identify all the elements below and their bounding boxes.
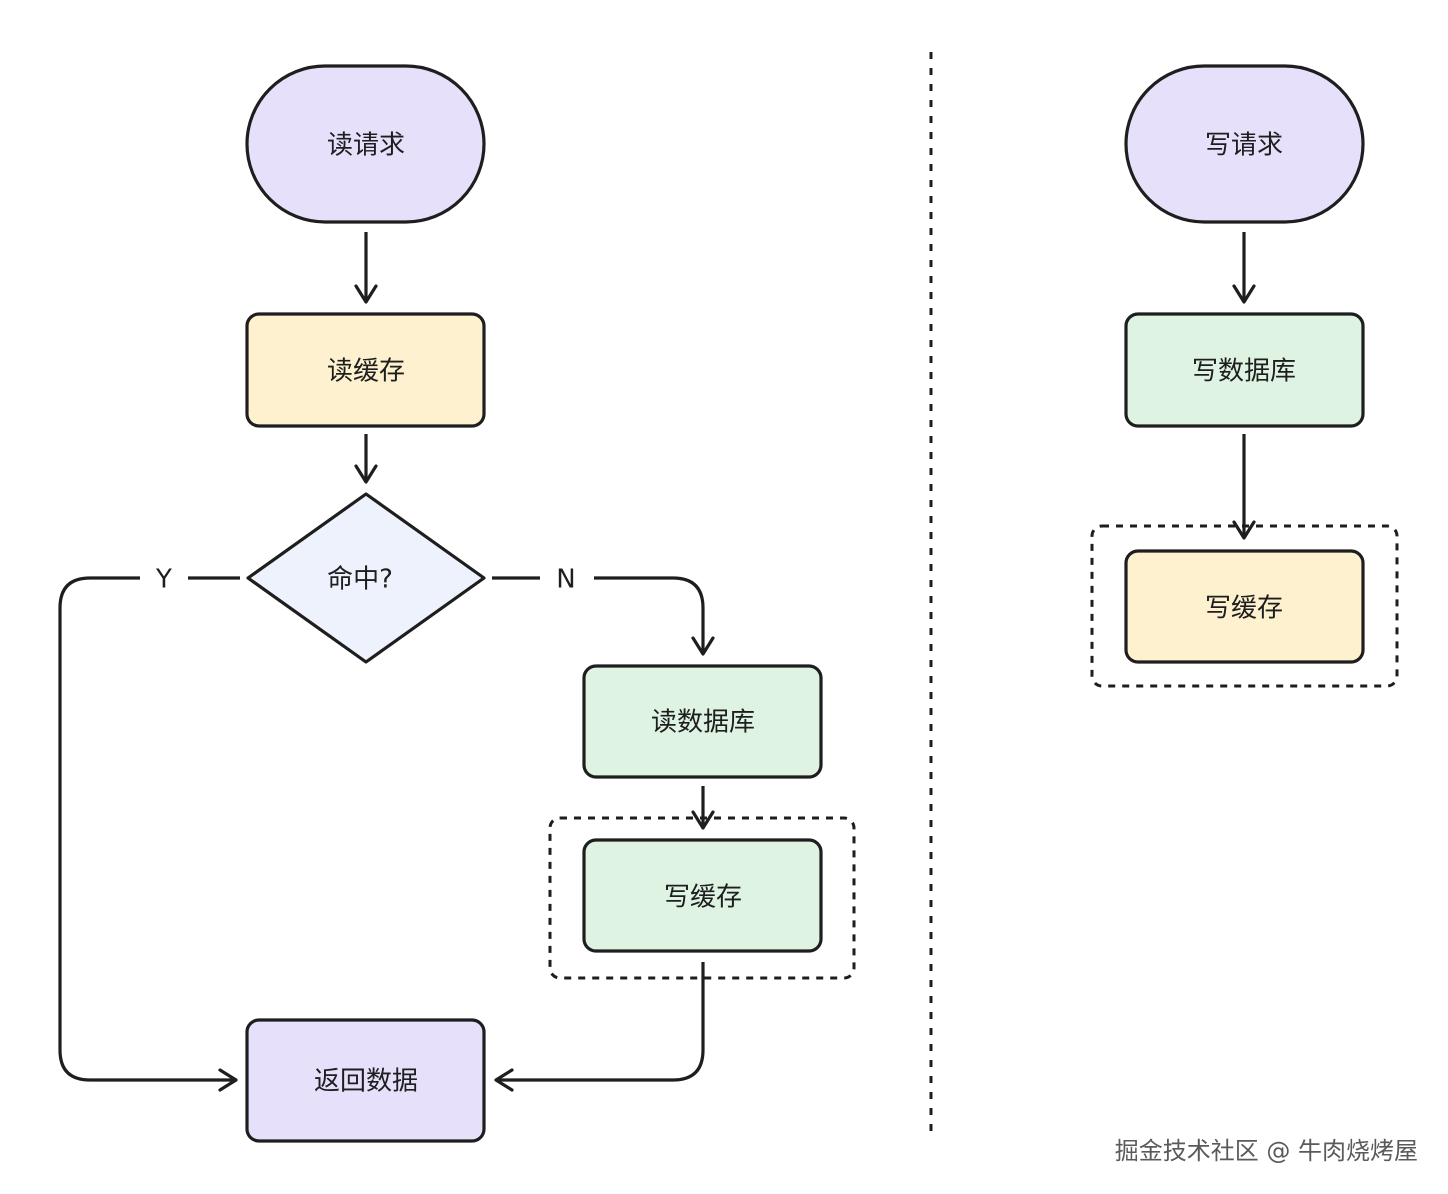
- write-cache-right-node: 写缓存: [1124, 549, 1365, 664]
- write-db-node: 写数据库: [1124, 312, 1365, 428]
- edge-yes-label: Y: [155, 565, 172, 595]
- write-request-label: 写请求: [1205, 131, 1283, 161]
- edge-yes: [58, 576, 240, 1080]
- edge-no: [492, 576, 703, 654]
- read-db-node: 读数据库: [582, 664, 823, 779]
- arrow-cache-left-to-return: [494, 962, 705, 1092]
- read-request-node: 读请求: [245, 64, 486, 224]
- hit-decision-node: 命中?: [246, 492, 486, 664]
- read-cache-node: 读缓存: [245, 312, 486, 428]
- write-cache-left-label: 写缓存: [664, 883, 742, 913]
- return-data-node: 返回数据: [245, 1018, 486, 1143]
- read-cache-label: 读缓存: [327, 357, 405, 387]
- edge-no-label: N: [556, 565, 575, 595]
- write-db-label: 写数据库: [1192, 357, 1296, 387]
- write-request-node: 写请求: [1124, 64, 1365, 224]
- hit-decision-label: 命中?: [327, 565, 393, 595]
- write-cache-left-node: 写缓存: [582, 838, 823, 953]
- write-cache-right-label: 写缓存: [1205, 594, 1283, 624]
- read-request-label: 读请求: [327, 131, 405, 161]
- return-data-label: 返回数据: [314, 1067, 418, 1097]
- watermark-text: 掘金技术社区 @ 牛肉烧烤屋: [1114, 1137, 1418, 1165]
- read-db-label: 读数据库: [651, 708, 755, 738]
